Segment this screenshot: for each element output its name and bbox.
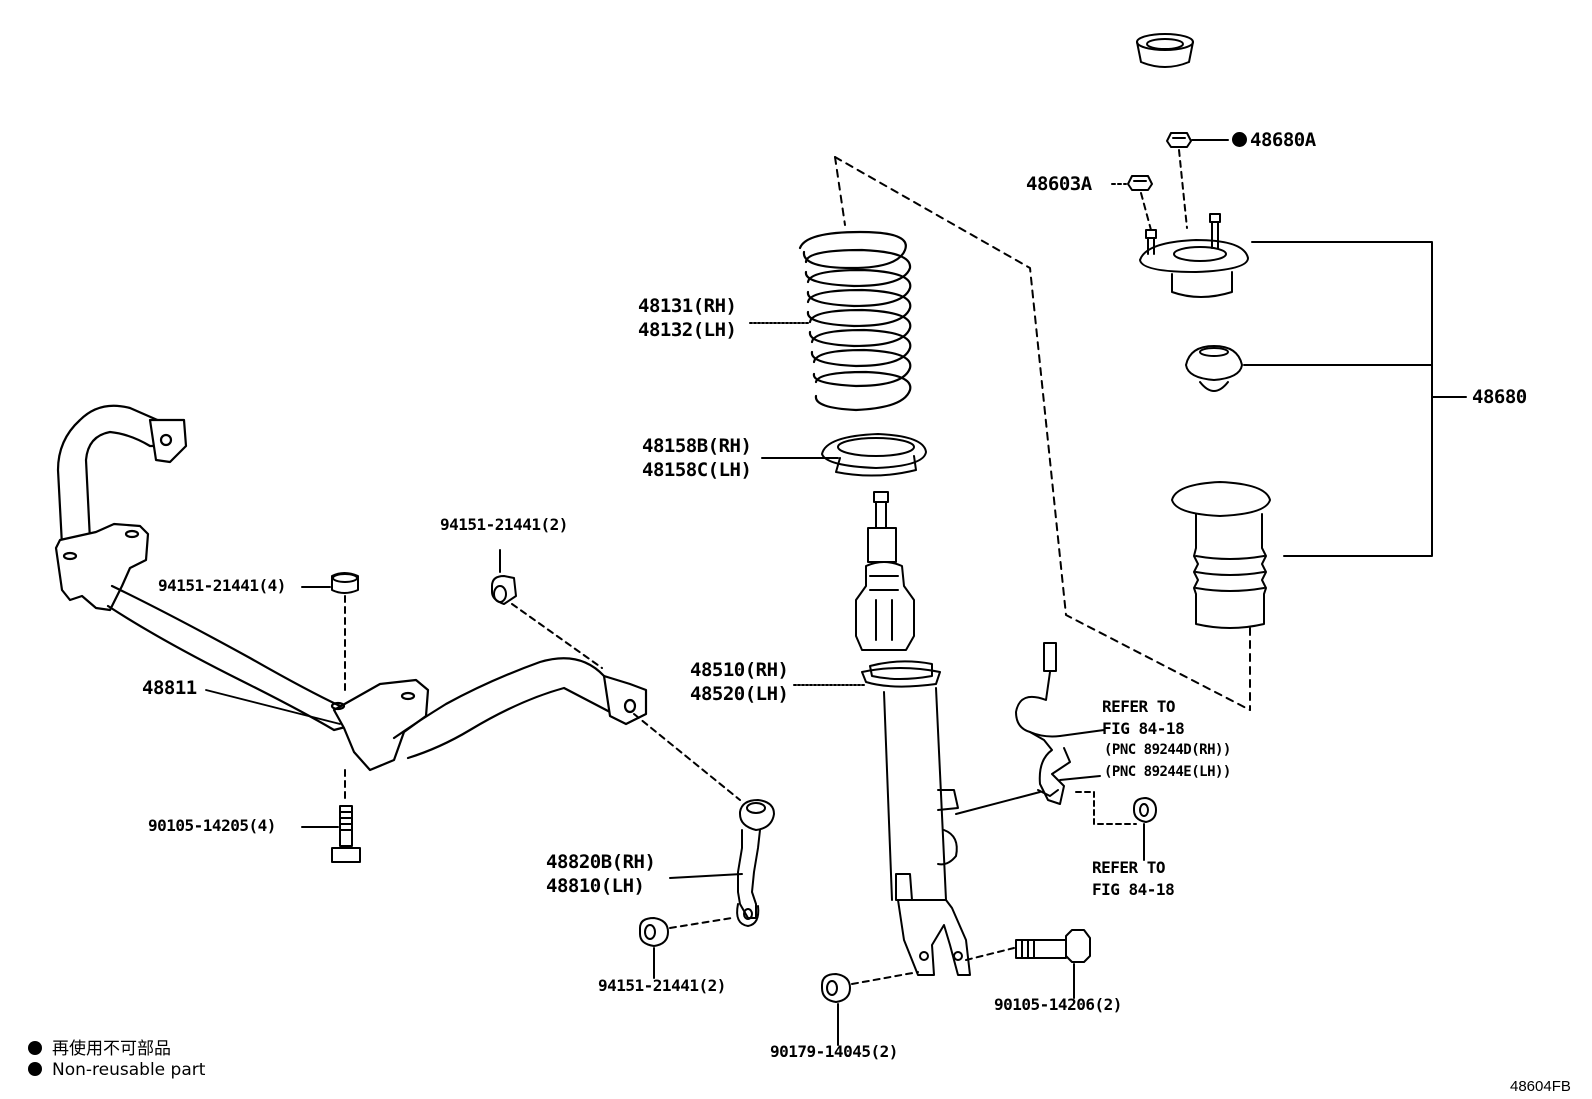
link-upper-nut (491, 549, 741, 801)
sensor-nut (1133, 797, 1157, 861)
coil-spring (798, 230, 912, 412)
dust-cap (1136, 33, 1194, 68)
strut-assembly-envelope (834, 156, 1251, 711)
label-48680A: 48680A (1232, 131, 1316, 150)
legend-jp: 再使用不可部品 (28, 1034, 171, 1059)
label-seat-rh: 48158B(RH) (642, 435, 752, 457)
leader-48680 (1243, 241, 1467, 557)
dust-boot (1171, 481, 1271, 629)
strut-bolt (965, 929, 1091, 999)
label-bolt-strut: 90105-14206(2) (994, 995, 1122, 1014)
label-stabilizer: 48811 (142, 677, 197, 699)
figure-id: 48604FB (1510, 1078, 1571, 1095)
label-strut-rh: 48510(RH) (690, 659, 789, 681)
label-link-rh: 48820B(RH) (546, 851, 656, 873)
label-bolt-top-left: 94151-21441(4) (158, 576, 286, 595)
label-nut-strut: 90179-14045(2) (770, 1042, 898, 1061)
upper-nut (1166, 132, 1192, 229)
label-48680: 48680 (1472, 386, 1527, 408)
bracket-nut (301, 572, 359, 691)
label-nut-link: 94151-21441(2) (598, 976, 726, 995)
shock-absorber (855, 491, 971, 976)
label-bolt-top-right: 94151-21441(2) (440, 515, 568, 534)
stabilizer-link (669, 799, 775, 927)
link-lower-nut (639, 917, 733, 979)
label-strut-lh: 48520(LH) (690, 683, 789, 705)
label-spring-rh: 48131(RH) (638, 295, 737, 317)
legend-en: Non-reusable part (28, 1060, 205, 1080)
leader-stabilizer (205, 689, 341, 725)
spring-seat (821, 433, 927, 477)
stabilizer-bar (54, 404, 648, 772)
bracket-bolt (301, 769, 361, 863)
ref1-line1: REFER TO (1102, 697, 1176, 716)
ref1-pnc-rh: (PNC 89244D(RH)) (1104, 742, 1231, 758)
label-seat-lh: 48158C(LH) (642, 459, 752, 481)
bump-stopper (1185, 345, 1243, 392)
upper-support (1139, 213, 1249, 298)
label-bolt-lower: 90105-14205(4) (148, 816, 276, 835)
ref2-line2: FIG 84-18 (1092, 880, 1175, 899)
sensor-leaders (955, 729, 1137, 825)
legend-dot-icon (28, 1062, 42, 1076)
sensor-harness (1015, 642, 1071, 805)
ref1-pnc-lh: (PNC 89244E(LH)) (1104, 764, 1231, 780)
label-48603A: 48603A (1026, 173, 1092, 195)
legend-dot-icon (28, 1041, 42, 1055)
label-spring-lh: 48132(LH) (638, 319, 737, 341)
mount-nut (1111, 175, 1153, 231)
non-reusable-dot (1232, 132, 1247, 147)
ref2-line1: REFER TO (1092, 858, 1166, 877)
label-link-lh: 48810(LH) (546, 875, 645, 897)
ref1-line2: FIG 84-18 (1102, 719, 1185, 738)
strut-nut (821, 971, 919, 1046)
